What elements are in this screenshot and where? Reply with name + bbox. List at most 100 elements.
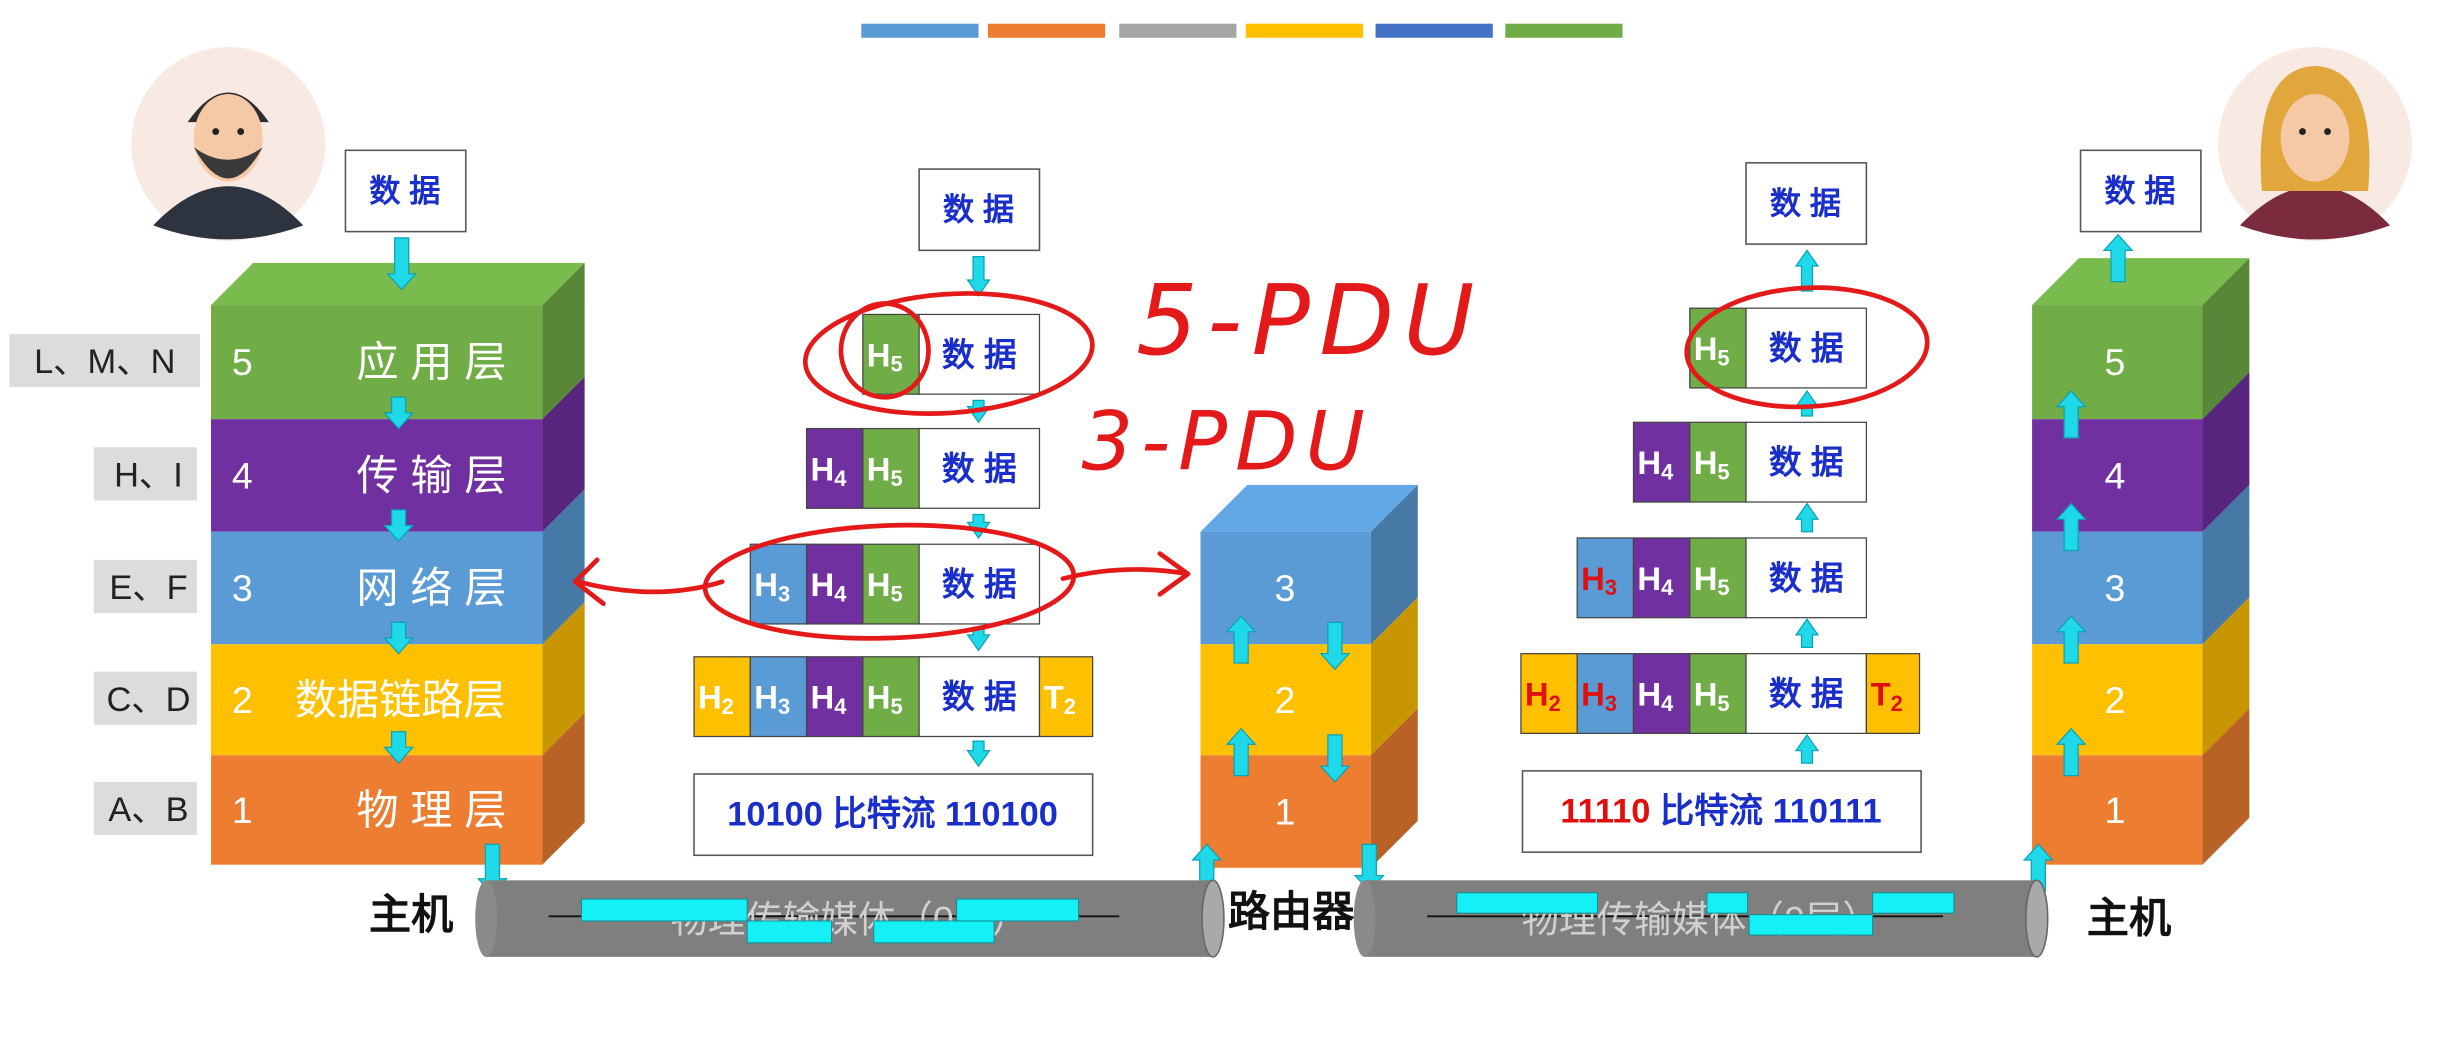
layer-number: 1 [232, 789, 253, 831]
avatar-eye [212, 128, 220, 135]
header-h5: H5 [862, 313, 920, 395]
data-cell-text: 数 据 [942, 450, 1017, 487]
header-label: H4 [1637, 675, 1674, 715]
right-layer-number: 1 [2104, 789, 2125, 831]
header-label: H4 [1637, 444, 1674, 484]
up-arrow [2055, 502, 2087, 552]
down-arrow [966, 255, 991, 297]
down-arrow [383, 621, 415, 655]
bit-block [746, 920, 833, 944]
header-cell [749, 656, 808, 738]
data-cell-text: 数 据 [942, 336, 1017, 373]
stack-layer-front [2032, 419, 2203, 532]
data-cell-text: 数 据 [1769, 444, 1844, 481]
avatar-man [131, 47, 326, 241]
stack-layer-side [542, 262, 585, 420]
header-cell [1632, 653, 1691, 734]
left-host-stack [211, 262, 585, 865]
left-data-box [344, 149, 467, 233]
right-data-text: 数 据 [2104, 173, 2175, 208]
stack-layer-front [2032, 644, 2203, 756]
right-layer-number: 4 [2104, 454, 2125, 496]
header-cell [862, 656, 920, 738]
header-cell [862, 543, 920, 625]
header-label: H4 [1637, 559, 1674, 599]
bit-block [873, 920, 995, 944]
up-arrow [2055, 727, 2087, 777]
decap-data-box [1745, 162, 1868, 245]
header-label: H5 [867, 566, 903, 606]
right-layer-number: 5 [2104, 341, 2125, 383]
stack-top-face [1200, 484, 1418, 532]
header-h2: H2 [1520, 653, 1578, 734]
data-cell [918, 656, 1041, 738]
cylinder-cap [1353, 880, 1376, 957]
header-label: H3 [1581, 675, 1617, 715]
header-h4: H4 [1632, 421, 1691, 503]
up-arrow [1794, 618, 1820, 649]
header-t2: T2 [1865, 653, 1921, 734]
header-h4: H4 [1632, 537, 1691, 619]
stack-top-face [2032, 258, 2250, 306]
layer-tag-bg [93, 447, 197, 501]
header-cell [749, 543, 808, 625]
down-arrow [383, 731, 415, 765]
header-cell [1632, 421, 1691, 503]
avatar-body [2239, 186, 2391, 240]
up-arrow [1794, 733, 1820, 764]
up-arrow [2022, 843, 2054, 892]
header-h5: H5 [862, 543, 920, 625]
router-label: 路由器 [1228, 888, 1355, 935]
layer-tag: L、M、N [34, 343, 175, 381]
layer-tag: A、B [108, 791, 188, 829]
annotation-circle-5pdu [802, 291, 1095, 416]
up-arrow [2102, 233, 2134, 283]
down-arrow [966, 740, 991, 768]
header-label: H4 [811, 566, 848, 606]
layer-number: 4 [232, 454, 253, 496]
header-h3: H3 [749, 543, 808, 625]
bit-block [1748, 914, 1874, 936]
data-cell [918, 313, 1041, 395]
avatar-body [153, 186, 304, 240]
stack-layer-side [542, 376, 585, 532]
down-arrow [1319, 734, 1351, 783]
stack-layer-side [1370, 597, 1418, 756]
header-cell [693, 656, 751, 738]
header-h2: H2 [693, 656, 751, 738]
legend-swatch [1119, 23, 1237, 38]
legend-swatch [1375, 23, 1493, 38]
layer-name: 传 输 层 [356, 452, 506, 499]
legend-swatch [1505, 23, 1623, 38]
stack-layer-front [211, 305, 543, 420]
layer-tag-bg [93, 781, 197, 835]
header-label: H5 [867, 678, 903, 718]
up-arrow [1794, 389, 1820, 417]
layer-tag: H、I [114, 456, 183, 494]
header-cell [1689, 653, 1747, 734]
header-cell [1689, 537, 1747, 619]
layer-tag-bg [93, 671, 197, 725]
layer-name: 应 用 层 [356, 339, 506, 386]
header-cell [805, 543, 864, 625]
down-arrow [1319, 621, 1351, 671]
stack-layer-side [2202, 597, 2250, 756]
header-label: T2 [1871, 675, 1903, 715]
up-arrow [1794, 249, 1820, 292]
router-layer-number: 1 [1274, 791, 1295, 833]
annotation-circle-right-5pdu [1684, 285, 1930, 410]
bit-block [581, 898, 748, 922]
left-host-label: 主机 [369, 891, 453, 938]
header-h5: H5 [862, 656, 920, 738]
router-layer-number: 3 [1274, 567, 1295, 609]
layer-tag: E、F [109, 569, 187, 607]
bit-block [1872, 892, 1955, 914]
data-cell [1745, 307, 1868, 389]
annotation-arrow-right [1060, 551, 1191, 597]
header-label: H4 [811, 450, 848, 490]
encap-bits-text: 10100 比特流 110100 [727, 796, 1058, 834]
header-label: H2 [1525, 675, 1561, 715]
data-cell [918, 543, 1041, 625]
layer-tag-bg [93, 559, 197, 614]
